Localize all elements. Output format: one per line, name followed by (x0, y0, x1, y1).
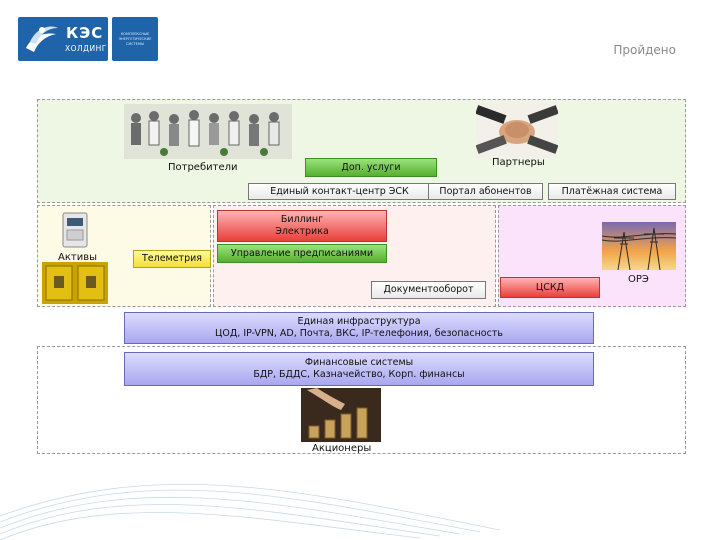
partners-label: Партнеры (492, 157, 545, 168)
shareholders-image (301, 388, 381, 442)
consumers-label: Потребители (168, 162, 238, 173)
finance-subtitle: БДР, БДДС, Казначейство, Корп. финансы (253, 369, 465, 380)
shareholders-label: Акционеры (312, 443, 372, 454)
consumers-image (124, 104, 292, 159)
assets-label: Активы (58, 252, 97, 263)
equipment-icon (42, 262, 108, 304)
infrastructure-subtitle: ЦОД, IP-VPN, AD, Почта, ВКС, IP-телефони… (215, 328, 503, 339)
background-swoosh (0, 483, 501, 540)
cskd-box: ЦСКД (500, 277, 600, 298)
subscriber-portal-box: Портал абонентов (428, 183, 543, 200)
meter-image (62, 212, 88, 248)
crowd-icon (124, 104, 292, 159)
prescriptions-box: Управление предписаниями (217, 244, 387, 263)
status-text: Пройдено (613, 43, 676, 57)
billing-title: Биллинг (280, 214, 324, 225)
telemetry-box: Телеметрия (133, 250, 211, 268)
billing-subtitle: Электрика (275, 226, 329, 237)
logo-title: КЭС (66, 24, 104, 42)
partners-image (476, 102, 558, 158)
finance-box: Финансовые системы БДР, БДДС, Казначейст… (124, 352, 594, 386)
billing-box: Биллинг Электрика (217, 210, 387, 242)
infrastructure-title: Единая инфраструктура (297, 316, 421, 327)
logo-emblem-icon (26, 26, 58, 52)
logo-subtitle: ХОЛДИНГ (65, 44, 107, 53)
document-flow-box: Документооборот (371, 281, 486, 299)
extra-services-box: Доп. услуги (305, 158, 437, 177)
logo-side-text: КОМПЛЕКСНЫЕ ЭНЕРГЕТИЧЕСКИЕ СИСТЕМЫ (118, 31, 152, 46)
power-lines-image (602, 222, 676, 270)
ore-label: ОРЭ (628, 274, 649, 285)
company-logo: КЭС ХОЛДИНГ (18, 17, 108, 61)
handshake-icon (476, 102, 558, 158)
logo-side-panel: КОМПЛЕКСНЫЕ ЭНЕРГЕТИЧЕСКИЕ СИСТЕМЫ (112, 17, 158, 61)
contact-center-box: Единый контакт-центр ЭСК (248, 183, 431, 200)
equipment-image (42, 262, 108, 304)
electric-meter-icon (62, 212, 88, 248)
finance-title: Финансовые системы (304, 357, 414, 368)
power-tower-icon (602, 222, 676, 270)
coins-icon (301, 388, 381, 442)
infrastructure-box: Единая инфраструктура ЦОД, IP-VPN, AD, П… (124, 312, 594, 344)
payment-system-box: Платёжная система (548, 183, 676, 200)
